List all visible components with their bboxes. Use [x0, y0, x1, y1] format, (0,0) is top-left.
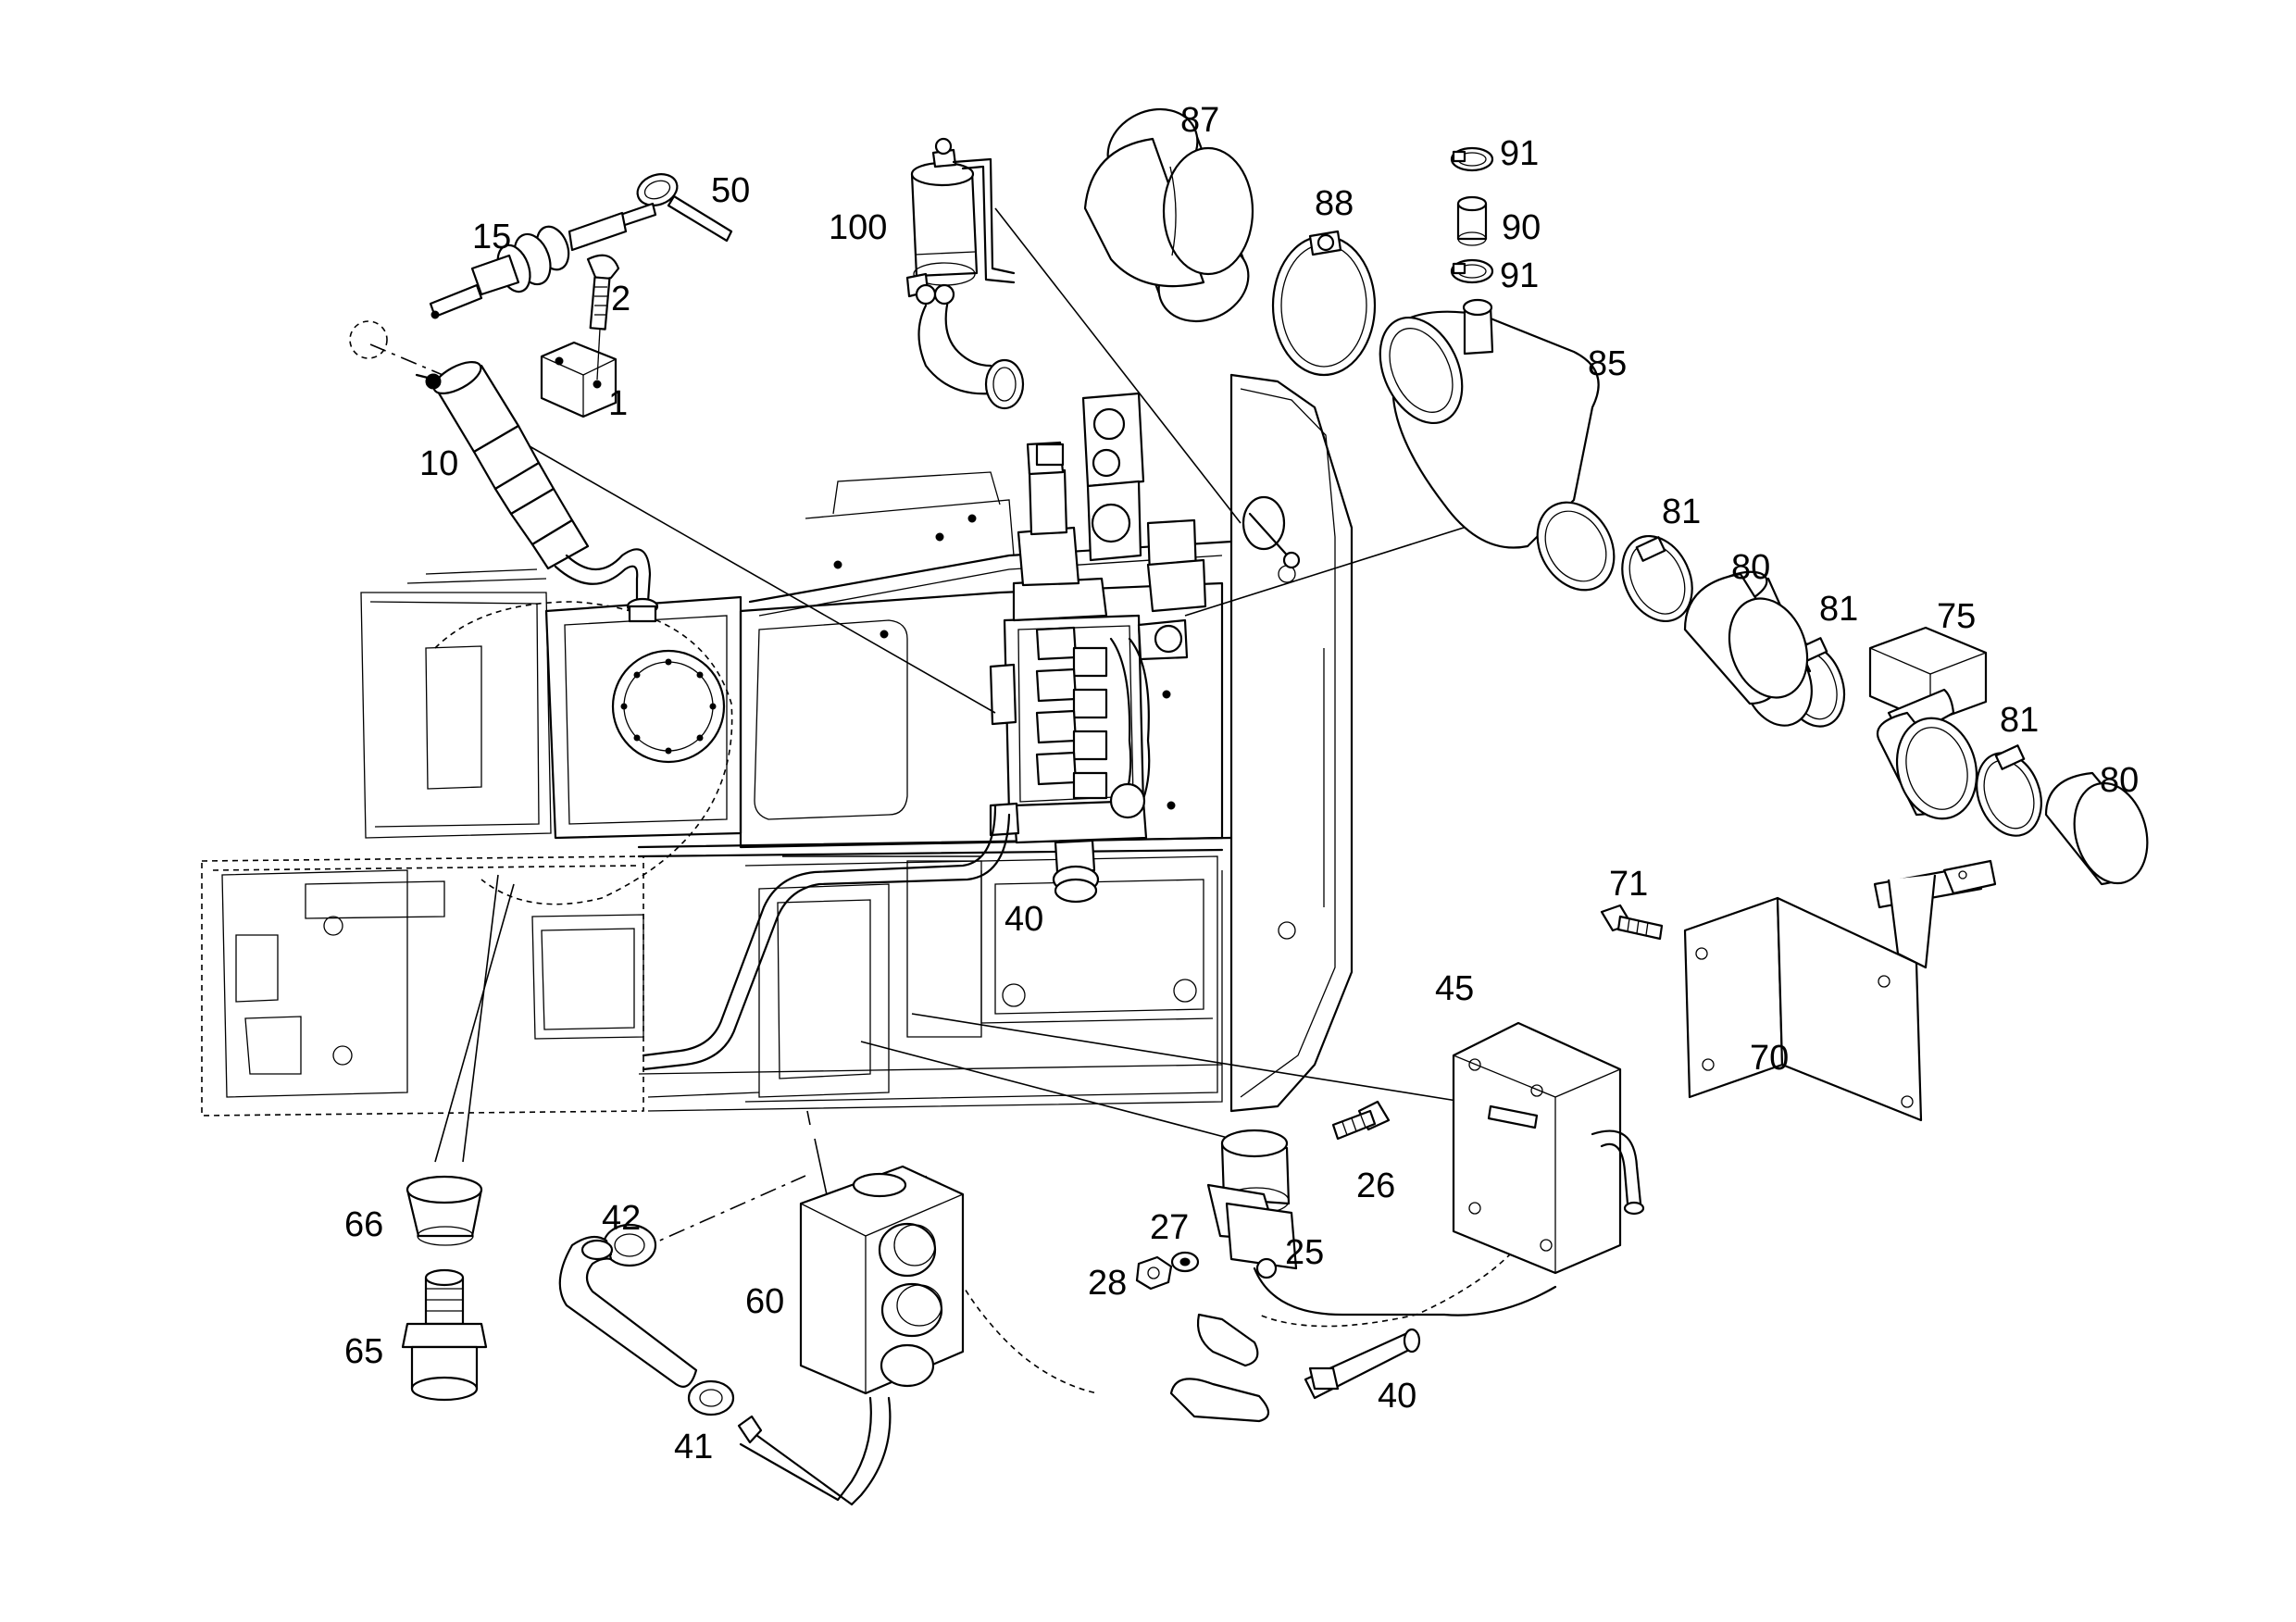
callout-81-c: 81	[2000, 701, 2039, 740]
callout-26: 26	[1356, 1167, 1395, 1205]
part-80-sleeve-1	[1683, 570, 1813, 727]
part-25-motor	[1206, 1129, 1557, 1316]
part-87-sleeve	[1083, 107, 1254, 323]
part-15-sensor	[429, 202, 657, 319]
callout-1: 1	[608, 384, 628, 423]
gauge-knob	[1242, 495, 1301, 569]
callout-91-top: 91	[1500, 134, 1539, 173]
callout-10: 10	[419, 444, 458, 483]
part-81-clamp-1	[1621, 534, 1693, 623]
part-60-tank	[737, 1165, 965, 1506]
part-91-clamp-bottom	[1450, 258, 1494, 284]
part-100-filter	[905, 137, 1025, 410]
callout-81-a: 81	[1662, 493, 1701, 531]
callout-85: 85	[1588, 344, 1627, 383]
engine-block	[989, 392, 1207, 904]
callout-labels: 87 91 90 91 88 85 100 50 15 2 1 10 81 80…	[344, 101, 2139, 1466]
callout-90: 90	[1502, 208, 1541, 247]
callout-45: 45	[1435, 969, 1474, 1008]
leader-lines	[369, 207, 1538, 1251]
part-45-control-box	[1452, 1021, 1645, 1275]
callout-80-a: 80	[1731, 548, 1770, 587]
dashed-loop	[349, 320, 388, 359]
part-70-bracket	[1683, 859, 1997, 1122]
part-1-block	[540, 328, 618, 418]
callout-15: 15	[472, 218, 511, 256]
part-10-cylinder	[415, 361, 659, 623]
callout-71: 71	[1609, 865, 1648, 904]
callout-66: 66	[344, 1205, 383, 1244]
callout-75: 75	[1937, 597, 1976, 636]
part-90-sleeve	[1456, 195, 1488, 246]
callout-70: 70	[1750, 1039, 1789, 1078]
part-2-bolt	[586, 254, 620, 331]
part-27-washer	[1170, 1251, 1200, 1273]
callout-50: 50	[711, 171, 750, 210]
part-28-nut	[1135, 1255, 1173, 1291]
callout-41: 41	[674, 1428, 713, 1466]
part-88-clamp	[1271, 230, 1377, 377]
part-50-clip	[636, 173, 733, 243]
part-75-box-adapter	[1868, 626, 1988, 820]
part-40-lower-hose	[1169, 1313, 1421, 1423]
callout-60: 60	[745, 1282, 784, 1321]
part-26-bolt	[1331, 1100, 1391, 1141]
callout-88: 88	[1315, 184, 1354, 223]
machine-frame	[201, 373, 1354, 1117]
callout-25: 25	[1285, 1233, 1324, 1272]
part-81-clamp-3	[1976, 744, 2042, 837]
callout-100: 100	[829, 208, 887, 247]
hose-42	[558, 1235, 698, 1388]
hose-40-upper	[642, 804, 1011, 1071]
callout-87: 87	[1180, 101, 1219, 140]
part-41-grommet	[687, 1379, 735, 1416]
callout-40-lower: 40	[1378, 1377, 1416, 1416]
callout-81-b: 81	[1819, 590, 1858, 629]
callout-2: 2	[611, 280, 630, 318]
part-71-bolt	[1600, 904, 1664, 941]
callout-42: 42	[602, 1199, 641, 1238]
callout-91-bottom: 91	[1500, 256, 1539, 295]
part-85-elbow	[1379, 298, 1616, 592]
callout-28: 28	[1088, 1264, 1127, 1303]
callout-27: 27	[1150, 1208, 1189, 1247]
callout-80-b: 80	[2100, 761, 2139, 800]
callout-40-upper: 40	[1004, 900, 1043, 939]
part-80-sleeve-2	[2044, 771, 2149, 886]
part-65-fitting	[401, 1268, 488, 1402]
callout-65: 65	[344, 1332, 383, 1371]
part-91-clamp-top	[1450, 146, 1494, 172]
part-66-cap	[406, 1175, 483, 1246]
